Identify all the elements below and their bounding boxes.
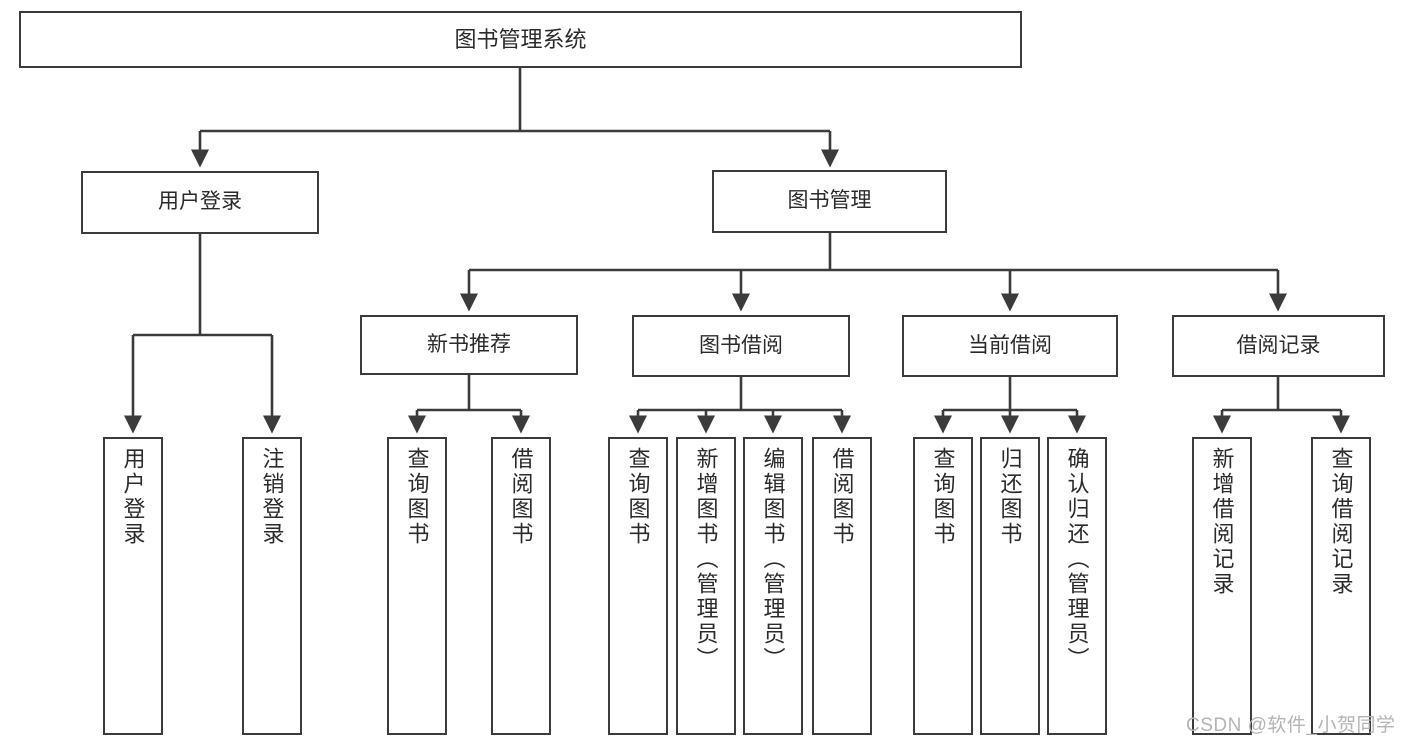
leaf-user-login-logout[interactable]: 注销登录	[242, 437, 302, 735]
node-label: 新增借阅记录	[1209, 447, 1235, 597]
leaf-current-query-book[interactable]: 查询图书	[913, 437, 973, 735]
leaf-borrow-query-book[interactable]: 查询图书	[608, 437, 668, 735]
leaf-current-return-book[interactable]: 归还图书	[980, 437, 1040, 735]
node-label: 归还图书	[997, 447, 1023, 547]
node-label: 编辑图书（管理员）	[760, 447, 786, 672]
node-label: 用户登录	[158, 190, 242, 214]
leaf-record-query-record[interactable]: 查询借阅记录	[1311, 437, 1371, 735]
node-label: 新增图书（管理员）	[693, 447, 719, 672]
node-label: 图书管理系统	[454, 26, 587, 52]
leaf-recommend-borrow-book[interactable]: 借阅图书	[491, 437, 551, 735]
leaf-recommend-query-book[interactable]: 查询图书	[387, 437, 447, 735]
leaf-borrow-borrow-book[interactable]: 借阅图书	[812, 437, 872, 735]
node-label: 查询借阅记录	[1328, 447, 1354, 597]
node-label: 确认归还（管理员）	[1064, 447, 1090, 672]
node-current-borrow[interactable]: 当前借阅	[902, 315, 1118, 377]
node-book-management[interactable]: 图书管理	[712, 170, 947, 233]
node-label: 当前借阅	[968, 333, 1052, 357]
node-book-borrow[interactable]: 图书借阅	[632, 315, 850, 377]
node-label: 注销登录	[259, 447, 285, 547]
leaf-borrow-edit-book[interactable]: 编辑图书（管理员）	[743, 437, 803, 735]
leaf-borrow-add-book[interactable]: 新增图书（管理员）	[676, 437, 736, 735]
leaf-current-confirm-return[interactable]: 确认归还（管理员）	[1047, 437, 1107, 735]
node-label: 用户登录	[120, 447, 146, 547]
leaf-user-login-login[interactable]: 用户登录	[103, 437, 163, 735]
leaf-record-add-record[interactable]: 新增借阅记录	[1192, 437, 1252, 735]
watermark: CSDN @软件_小贺同学	[1186, 715, 1396, 736]
node-label: 借阅图书	[829, 447, 855, 547]
node-label: 借阅图书	[508, 447, 534, 547]
node-label: 查询图书	[625, 447, 651, 547]
node-label: 查询图书	[404, 447, 430, 547]
node-label: 查询图书	[930, 447, 956, 547]
node-user-login[interactable]: 用户登录	[81, 171, 319, 234]
node-borrow-record[interactable]: 借阅记录	[1172, 315, 1385, 377]
node-new-book-recommend[interactable]: 新书推荐	[360, 315, 578, 375]
node-label: 借阅记录	[1236, 333, 1321, 357]
node-root-system[interactable]: 图书管理系统	[19, 11, 1022, 68]
node-label: 新书推荐	[427, 332, 511, 356]
node-label: 图书借阅	[699, 333, 783, 357]
node-label: 图书管理	[787, 189, 872, 213]
